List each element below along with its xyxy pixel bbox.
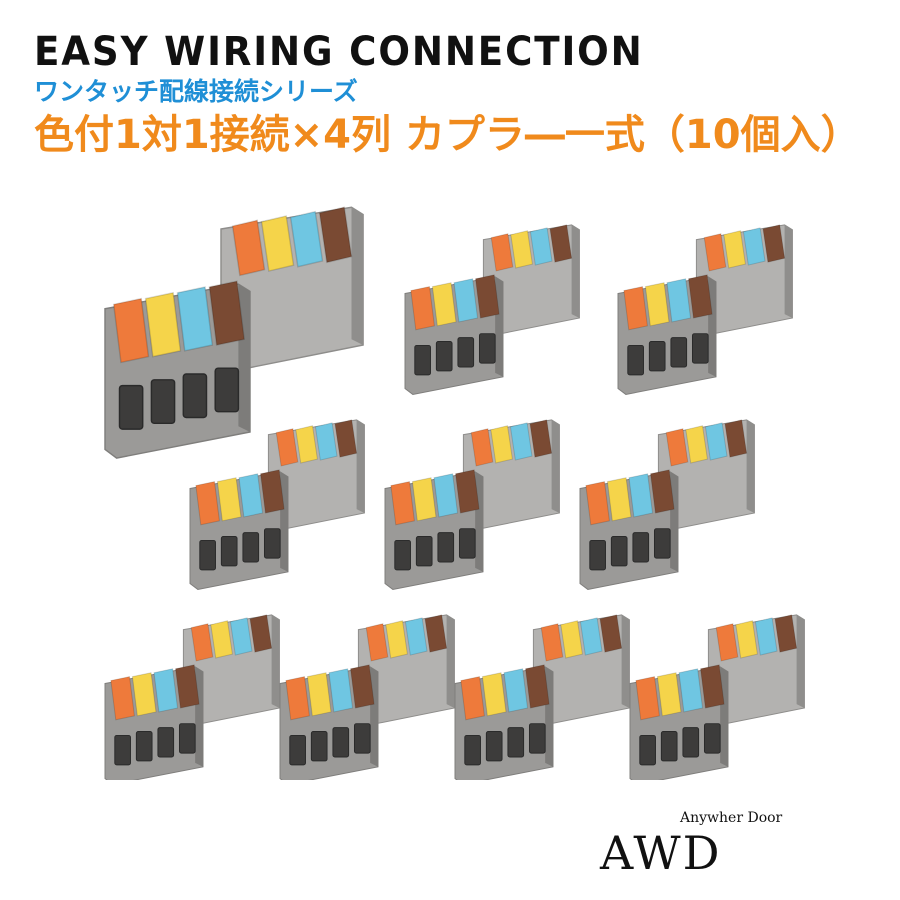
connector-item	[384, 419, 560, 590]
brand-logo: Anywher Door AWD	[600, 810, 830, 890]
connector-item	[104, 206, 364, 459]
title-japanese: ワンタッチ配線接続シリーズ	[34, 77, 358, 106]
connector-item	[629, 614, 805, 780]
connector-item	[104, 614, 280, 780]
title-english: EASY WIRING CONNECTION	[34, 29, 644, 75]
connector-item	[454, 614, 630, 780]
logo-tagline: Anywher Door	[680, 810, 783, 826]
product-photo	[104, 206, 805, 780]
connector-item	[404, 224, 580, 395]
connector-item	[579, 419, 755, 590]
connector-item	[617, 224, 793, 395]
subtitle-japanese: 色付1対1接続×4列 カプラ―一式（10個入）	[34, 112, 861, 158]
logo-wordmark: AWD	[600, 826, 722, 880]
connector-item	[189, 419, 365, 590]
connector-item	[279, 614, 455, 780]
